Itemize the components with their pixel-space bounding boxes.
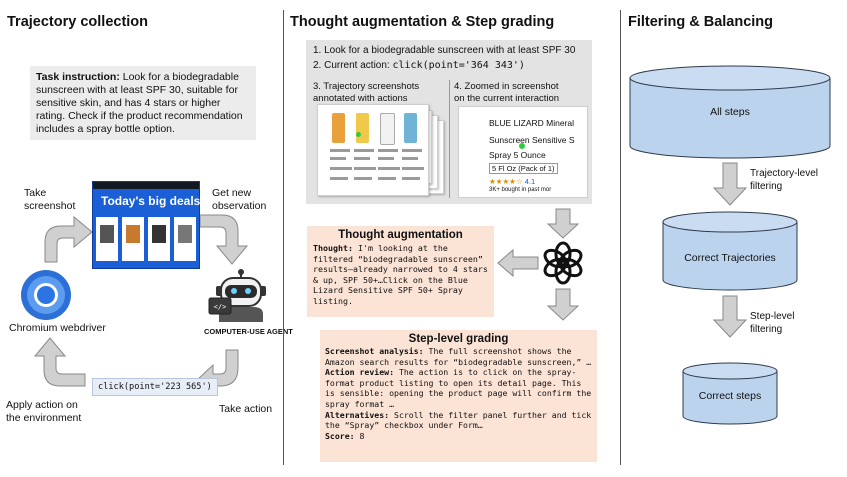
zoomed-screenshot: BLUE LIZARD Mineral Sunscreen Sensitive … [458,106,588,198]
zoom-line: Sunscreen Sensitive S [489,135,575,145]
product-text-line [402,149,422,152]
product-text-line [378,157,394,160]
product-text-line [330,157,346,160]
computer-use-agent-icon: </> [208,269,266,322]
product-text-line [402,157,418,160]
get-observation-arrow [199,214,249,265]
panel-divider [449,80,450,198]
down-arrow [546,208,580,239]
product-text-line [330,167,352,170]
product-text-line [402,177,420,180]
current-action-code: click(point='364 343') [392,60,525,71]
step-context-box: 1. Look for a biodegradable sunscreen wi… [306,40,592,204]
step-instruction-line: 1. Look for a biodegradable sunscreen wi… [313,45,576,56]
zoom-bought: 3K+ bought in past mor [489,187,552,193]
task-instruction-box: Task instruction: Look for a biodegradab… [30,66,256,140]
correct-steps-cylinder [682,362,778,425]
down-arrow [546,288,580,321]
correct-steps-label: Correct steps [698,390,762,402]
down-arrow [712,295,748,338]
product-image [404,113,417,143]
zoom-line: BLUE LIZARD Mineral [489,118,575,128]
filtering-pipeline [629,65,831,425]
svg-text:</>: </> [214,303,227,311]
product-text-line [378,177,396,180]
zoom-line: Spray 5 Ounce [489,150,546,160]
take-screenshot-arrow [44,215,93,263]
product-text-line [354,167,376,170]
thought-text: Thought: I'm looking at the filtered “bi… [313,243,488,306]
thought-augmentation-card: Thought augmentation Thought: I'm lookin… [307,226,494,317]
section-title-filtering-balancing: Filtering & Balancing [628,14,774,30]
thought-augmentation-title: Thought augmentation [338,229,463,241]
all-steps-cylinder [629,65,831,159]
task-instruction-label: Task instruction: [36,71,120,83]
score: Score: 8 [325,430,365,441]
chromium-icon [21,270,71,320]
grading-text: Screenshot analysis: The full screenshot… [325,346,592,441]
action-review: Action review: The action is to click on… [325,367,592,409]
product-image [332,113,345,143]
product-text-line [354,177,372,180]
product-text-line [402,167,424,170]
correct-trajectories-cylinder [662,211,798,291]
deal-tile [122,217,144,261]
click-marker-icon [519,143,525,149]
take-action-label: Take action [219,403,273,415]
deal-tile [174,217,196,261]
click-action-code: click(point='223 565') [92,378,218,396]
alternatives: Alternatives: Scroll the filter panel fu… [325,409,592,431]
section-title-thought-augmentation: Thought augmentation & Step grading [290,14,555,30]
deals-page-screenshot: Today's big deals [92,181,200,269]
left-arrow [497,248,539,278]
click-marker-icon [356,132,361,137]
down-arrow [712,162,748,206]
deal-tile [96,217,118,261]
product-image [380,113,395,145]
section-title-trajectory-collection: Trajectory collection [7,14,149,30]
openai-logo-icon [543,241,583,285]
all-steps-label: All steps [710,106,750,118]
product-text-line [330,177,348,180]
divider-right [620,10,621,465]
deals-header-bar [93,182,199,189]
product-text-line [354,149,374,152]
correct-trajectories-label: Correct Trajectories [684,252,776,264]
product-text-line [378,149,398,152]
current-action-line: 2. Current action: click(point='364 343'… [313,60,525,71]
product-text-line [378,167,400,170]
divider-left [283,10,284,465]
trajectory-screenshot-front [317,104,429,196]
step-level-grading-card: Step-level grading Screenshot analysis: … [320,330,597,462]
deal-tile [148,217,170,261]
computer-use-agent-label: COMPUTER-USE AGENT [204,327,293,336]
product-text-line [330,149,350,152]
star-rating-icon: ★★★★☆ [489,177,523,186]
deals-title: Today's big deals [101,194,201,208]
apply-action-arrow [33,337,86,387]
zoom-size-option: 5 Fl Oz (Pack of 1) [489,163,558,174]
task-instruction-text: Look for a biodegradable sunscreen with … [36,71,243,135]
screenshot-analysis: Screenshot analysis: The full screenshot… [325,346,592,367]
product-text-line [354,157,370,160]
zoom-rating: ★★★★☆ 4.1 [489,177,536,186]
chromium-webdriver-label: Chromium webdriver [9,322,106,334]
step-level-grading-title: Step-level grading [408,333,509,345]
